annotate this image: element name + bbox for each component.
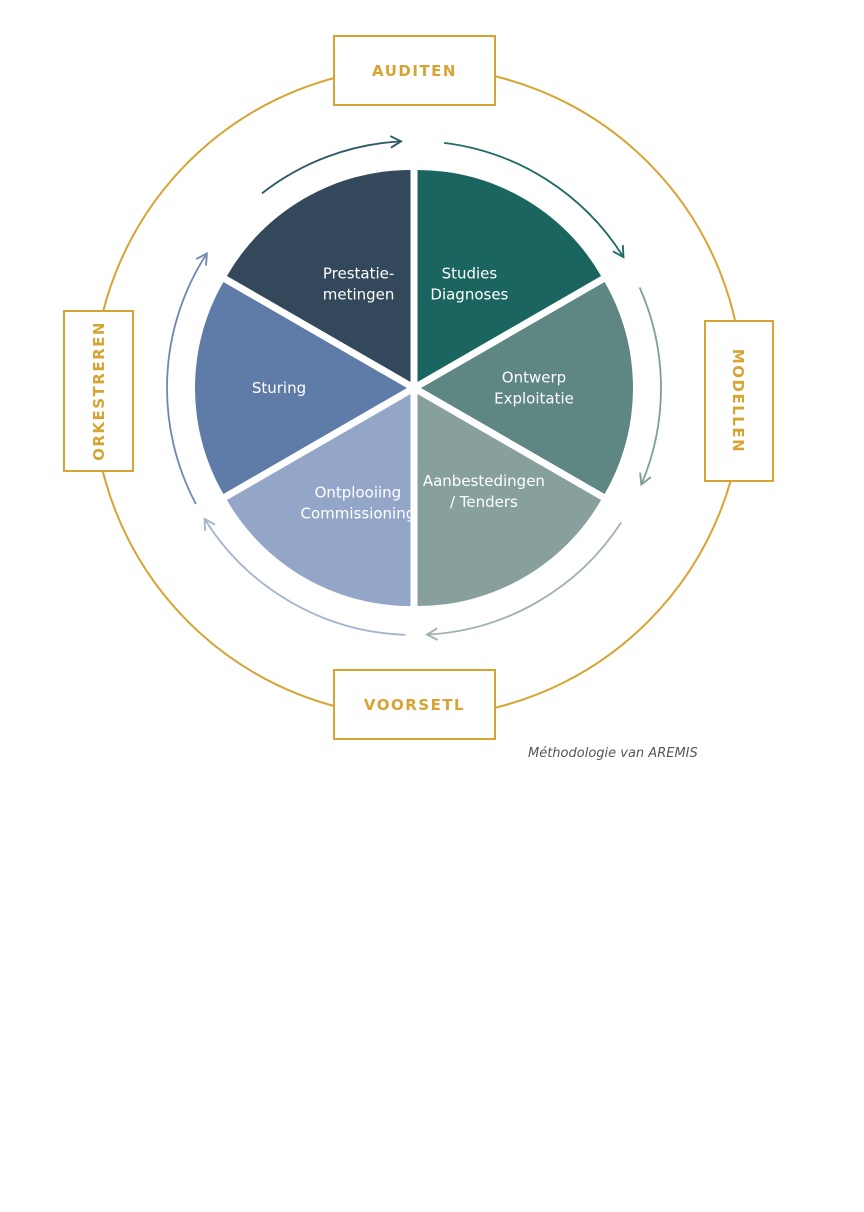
phase-box-bottom: VOORSETL [333, 669, 496, 740]
segment-label-line: metingen [323, 285, 395, 303]
segment-studies-diagnoses [417, 169, 602, 382]
pie-segments [195, 169, 633, 607]
segment-label-aanbestedingen-tenders: Aanbestedingen / Tenders [423, 472, 545, 511]
cycle-arrow-5 [203, 517, 406, 636]
segment-prestatiemetingen [226, 169, 411, 382]
segment-label-sturing: Sturing [252, 379, 306, 397]
segment-label-line: Prestatie- [323, 264, 394, 282]
segment-label-line: Exploitatie [494, 390, 574, 408]
segment-aanbestedingen-tenders [417, 394, 602, 607]
outer-ring [92, 66, 744, 718]
phase-box-left: ORKESTREREN [63, 310, 134, 472]
segment-ontwerp-exploitatie [421, 282, 633, 494]
segment-label-line: Studies [442, 264, 498, 282]
segment-label-line: Commissioning [301, 505, 416, 523]
phase-label-auditen: AUDITEN [372, 62, 457, 80]
cycle-arrow-6 [166, 251, 208, 505]
phase-label-modellen: MODELLEN [729, 349, 747, 453]
segment-label-line: / Tenders [450, 493, 518, 511]
phase-label-voorsetl: VOORSETL [364, 696, 465, 714]
segment-label-prestatiemetingen: Prestatie-metingen [323, 264, 395, 303]
segment-label-line: Diagnoses [430, 285, 508, 303]
cycle-arrows [166, 135, 662, 641]
cycle-arrow-2 [443, 141, 625, 259]
cycle-arrow-3 [638, 287, 662, 487]
phase-box-top: AUDITEN [333, 35, 496, 106]
phase-box-right: MODELLEN [704, 320, 774, 482]
segment-sturing [195, 282, 407, 494]
segment-label-line: Ontplooiing [315, 484, 402, 502]
segment-ontplooiing-commissioning [226, 394, 411, 607]
segment-label-line: Sturing [252, 379, 306, 397]
phase-label-orkestreren: ORKESTREREN [90, 321, 108, 461]
segment-label-line: Ontwerp [502, 369, 566, 387]
cycle-arrow-4 [425, 522, 622, 641]
cycle-arrow-1 [261, 135, 403, 195]
diagram-caption: Méthodologie van AREMIS [528, 746, 698, 761]
segment-label-line: Aanbestedingen [423, 472, 545, 490]
